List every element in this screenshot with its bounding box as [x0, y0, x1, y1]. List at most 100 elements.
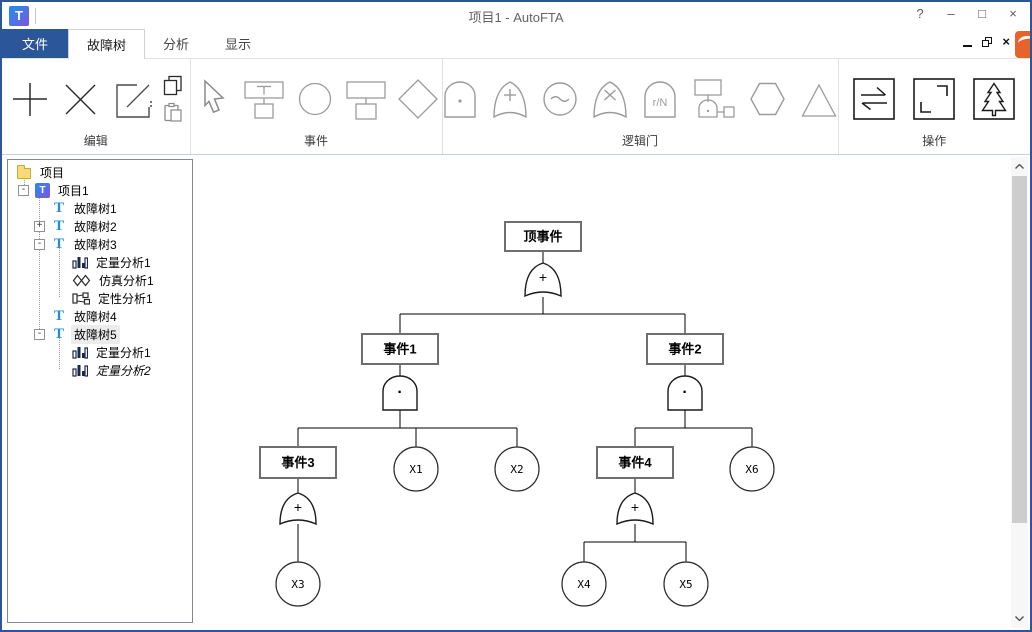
tree-item-quant-analysis1[interactable]: 定量分析1	[8, 253, 192, 271]
svg-text:X3: X3	[291, 578, 304, 591]
svg-text:事件3: 事件3	[281, 455, 314, 470]
tree-item-faulttree1[interactable]: T 故障树1	[8, 199, 192, 217]
diagram-canvas[interactable]: 顶事件 + 事件1 · 事件2	[193, 157, 1009, 628]
tree-item-faulttree5[interactable]: - T 故障树5	[8, 324, 192, 344]
tree-item-qual-analysis1[interactable]: 定性分析1	[8, 289, 192, 307]
collapse-expander-icon[interactable]: -	[18, 184, 29, 196]
tree-item-quant-analysis2[interactable]: 定量分析2	[8, 361, 192, 379]
tree-item-sim-analysis1[interactable]: 仿真分析1	[8, 271, 192, 289]
basic-event-tool-button[interactable]	[292, 75, 338, 123]
paste-button[interactable]	[161, 101, 185, 124]
fit-view-button[interactable]	[910, 75, 958, 123]
or-gate[interactable]: +	[616, 492, 654, 526]
or-gate-tool-button[interactable]	[487, 75, 533, 123]
or-gate[interactable]: +	[279, 492, 317, 526]
voting-gate-icon: r/N	[644, 80, 676, 118]
tree-item-label: 项目1	[58, 183, 89, 198]
delete-node-button[interactable]	[57, 75, 103, 123]
maximize-button[interactable]: □	[978, 6, 986, 21]
basic-event-node[interactable]: X4	[561, 561, 607, 607]
tab-file[interactable]: 文件	[2, 29, 69, 58]
tree-item-label: 故障树4	[74, 309, 117, 324]
swap-arrows-icon	[853, 77, 896, 120]
bar-chart-icon	[72, 257, 88, 269]
add-node-button[interactable]	[7, 75, 53, 123]
group-label-operation: 操作	[922, 134, 947, 148]
modify-node-button[interactable]	[107, 75, 157, 123]
close-button[interactable]: ×	[1009, 6, 1017, 21]
circle-event-icon	[298, 82, 332, 115]
tree-item-project1[interactable]: - T 项目1	[8, 181, 192, 199]
tree-item-quant-analysis1b[interactable]: 定量分析1	[8, 343, 192, 361]
select-tool-button[interactable]	[190, 75, 236, 123]
transfer-gate-tool-button[interactable]	[687, 75, 739, 123]
svg-text:事件4: 事件4	[618, 455, 652, 470]
and-gate[interactable]: ·	[667, 375, 703, 411]
and-gate[interactable]: ·	[382, 375, 418, 411]
title-bar: T 项目1 - AutoFTA ? – □ ×	[2, 2, 1030, 29]
help-button[interactable]: ?	[916, 6, 924, 21]
project-tree-panel[interactable]: 项目 - T 项目1 T 故障树1 + T 故障树2 - T 故障树3	[7, 159, 193, 623]
basic-event-node[interactable]: X2	[494, 446, 540, 492]
tree-item-label: 故障树1	[74, 201, 117, 216]
project-icon: T	[35, 182, 50, 198]
svg-text:X4: X4	[577, 578, 591, 591]
basic-event-node[interactable]: X1	[393, 446, 439, 492]
ribbon-group-event: 事件	[189, 59, 442, 154]
swap-layout-button[interactable]	[850, 75, 898, 123]
event3-node[interactable]: 事件3	[259, 446, 337, 479]
event2-node[interactable]: 事件2	[646, 333, 724, 365]
expand-expander-icon[interactable]: +	[34, 220, 45, 232]
event4-node[interactable]: 事件4	[596, 446, 674, 479]
voting-gate-tool-button[interactable]: r/N	[637, 75, 683, 123]
svg-text:X2: X2	[510, 463, 523, 476]
and-gate-icon	[444, 80, 476, 118]
scroll-up-button[interactable]	[1011, 158, 1028, 175]
tab-fault-tree[interactable]: 故障树	[68, 29, 146, 59]
svg-text:+: +	[539, 269, 547, 285]
tree-guide	[39, 194, 40, 331]
vertical-scrollbar[interactable]	[1011, 157, 1028, 628]
top-event-tool-button[interactable]	[240, 75, 288, 123]
fault-tree-icon: T	[53, 326, 64, 342]
basic-event-node[interactable]: X5	[663, 561, 709, 607]
basic-event-node[interactable]: X6	[729, 446, 775, 492]
scroll-down-button[interactable]	[1011, 610, 1028, 627]
copy-button[interactable]	[161, 74, 185, 97]
minimize-button[interactable]: –	[947, 6, 955, 21]
svg-text:X1: X1	[409, 463, 422, 476]
intermediate-event-tool-button[interactable]	[342, 75, 390, 123]
build-tree-button[interactable]	[970, 75, 1018, 123]
triangle-tool-button[interactable]	[795, 75, 843, 123]
collapse-expander-icon[interactable]: -	[34, 328, 45, 340]
tab-analysis[interactable]: 分析	[163, 37, 190, 52]
event1-node[interactable]: 事件1	[361, 333, 439, 365]
triangle-icon	[801, 83, 837, 117]
hexagon-tool-button[interactable]	[743, 75, 791, 123]
xor-gate-tool-button[interactable]	[587, 75, 633, 123]
tree-item-label: 定量分析1	[96, 345, 151, 360]
svg-text:+: +	[294, 499, 302, 515]
tree-item-faulttree2[interactable]: + T 故障树2	[8, 217, 192, 235]
document-minimize-button[interactable]	[963, 38, 973, 47]
and-gate-tool-button[interactable]	[437, 75, 483, 123]
tab-display[interactable]: 显示	[225, 37, 252, 52]
tree-item-label: 故障树3	[74, 237, 117, 252]
collapse-expander-icon[interactable]: -	[34, 238, 45, 250]
tree-item-faulttree3[interactable]: - T 故障树3	[8, 235, 192, 253]
document-close-button[interactable]: ×	[1002, 34, 1010, 49]
scrollbar-thumb[interactable]	[1012, 176, 1027, 523]
workspace: 项目 - T 项目1 T 故障树1 + T 故障树2 - T 故障树3	[4, 157, 1028, 628]
svg-text:事件1: 事件1	[383, 342, 416, 357]
fir-tree-icon	[973, 77, 1016, 120]
top-event-node[interactable]: 顶事件	[504, 221, 582, 252]
basic-event-node[interactable]: X3	[275, 561, 321, 607]
switch-event-tool-button[interactable]	[537, 75, 583, 123]
undeveloped-event-tool-button[interactable]	[394, 75, 442, 123]
tree-item-faulttree4[interactable]: T 故障树4	[8, 307, 192, 325]
tree-item-project-root[interactable]: 项目	[8, 163, 192, 181]
document-restore-button[interactable]	[982, 37, 993, 47]
ribbon-tab-row: 文件 故障树 分析 显示 ×	[2, 29, 1030, 59]
or-gate[interactable]: +	[524, 262, 562, 298]
